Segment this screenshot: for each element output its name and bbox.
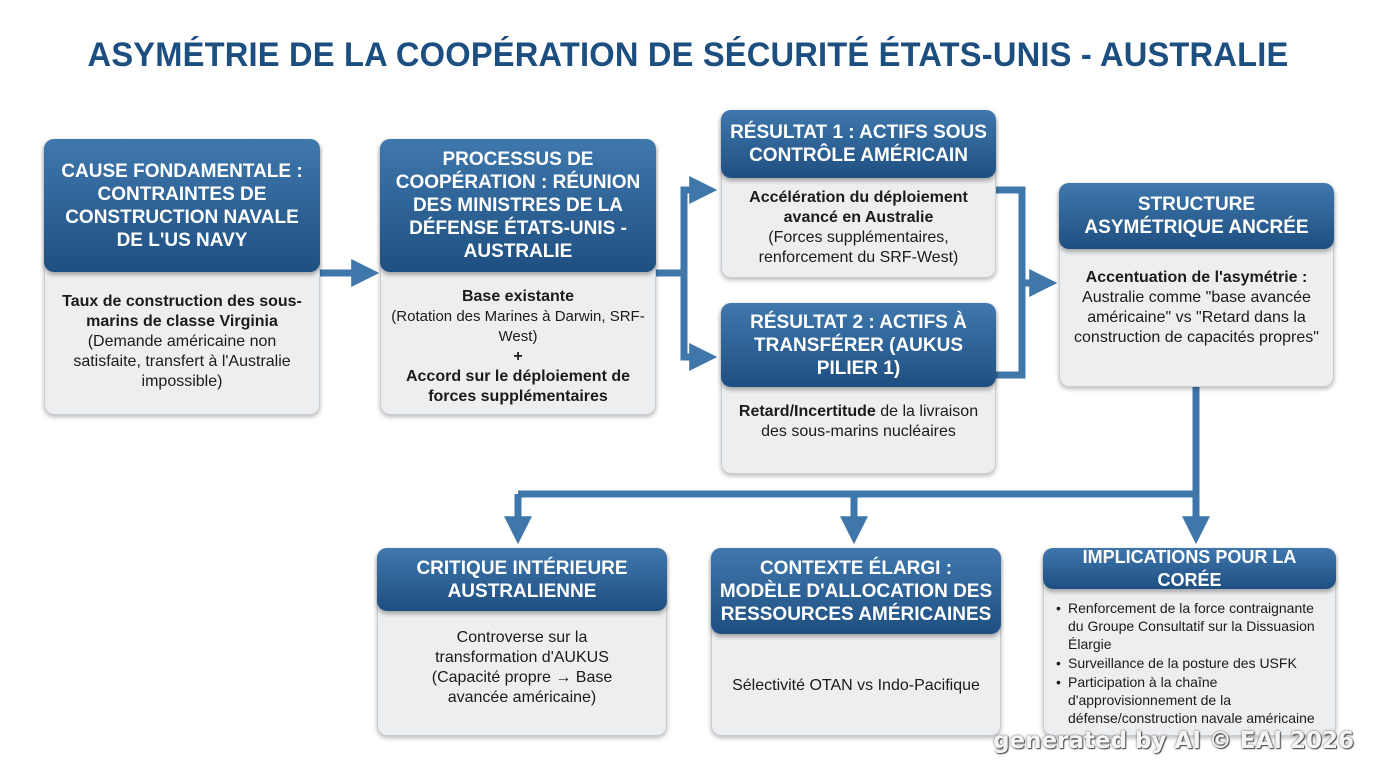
korea-list: Renforcement de la force contraignante d… xyxy=(1054,599,1327,728)
arrow-to-result2 xyxy=(680,273,718,371)
process-plus: + xyxy=(513,348,523,365)
result2-bold: Retard/Incertitude xyxy=(738,403,876,420)
page-title: ASYMÉTRIE DE LA COOPÉRATION DE SÉCURITÉ … xyxy=(87,36,1289,74)
result1-header: RÉSULTAT 1 : ACTIFS SOUS CONTRÔLE AMÉRIC… xyxy=(721,110,996,178)
structure-header: STRUCTURE ASYMÉTRIQUE ANCRÉE xyxy=(1059,183,1334,249)
cause-bold: Taux de construction des sous-marins de … xyxy=(62,293,302,330)
critique-header: CRITIQUE INTÉRIEURE AUSTRALIENNE xyxy=(377,548,667,611)
result1-text: (Forces supplémentaires, renforcement du… xyxy=(758,229,959,266)
watermark: generated by AI © EAI 2026 xyxy=(993,728,1354,754)
korea-item: Participation à la chaîne d'approvisionn… xyxy=(1054,673,1327,727)
process-header: PROCESSUS DE COOPÉRATION : RÉUNION DES M… xyxy=(380,139,656,272)
korea-item: Renforcement de la force contraignante d… xyxy=(1054,599,1327,653)
structure-bold: Accentuation de l'asymétrie : xyxy=(1085,269,1308,286)
result1-body: Accélération du déploiement avancé en Au… xyxy=(732,188,985,268)
critique-text: Controverse sur la transformation d'AUKU… xyxy=(431,629,613,706)
cause-body: Taux de construction des sous-marins de … xyxy=(55,292,309,392)
process-text1: (Rotation des Marines à Darwin, SRF-West… xyxy=(391,308,645,345)
critique-box: CRITIQUE INTÉRIEURE AUSTRALIENNE Controv… xyxy=(377,548,667,736)
korea-box: IMPLICATIONS POUR LA CORÉE Renforcement … xyxy=(1043,547,1336,736)
context-text: Sélectivité OTAN vs Indo-Pacifique xyxy=(732,677,980,694)
structure-box: STRUCTURE ASYMÉTRIQUE ANCRÉE Accentuatio… xyxy=(1059,183,1334,387)
result2-box: RÉSULTAT 2 : ACTIFS À TRANSFÉRER (AUKUS … xyxy=(721,303,996,474)
cause-text: (Demande américaine non satisfaite, tran… xyxy=(73,333,291,390)
context-box: CONTEXTE ÉLARGI : MODÈLE D'ALLOCATION DE… xyxy=(711,548,1001,736)
result2-header: RÉSULTAT 2 : ACTIFS À TRANSFÉRER (AUKUS … xyxy=(721,303,996,387)
result1-bold: Accélération du déploiement avancé en Au… xyxy=(749,189,968,226)
structure-body: Accentuation de l'asymétrie : Australie … xyxy=(1070,268,1323,348)
korea-item: Surveillance de la posture des USFK xyxy=(1054,654,1327,672)
arrow-to-result1 xyxy=(680,176,718,273)
result2-body: Retard/Incertitude de la livraison des s… xyxy=(732,402,985,442)
result2-text: de la livraison des sous-marins nucléair… xyxy=(761,403,979,440)
process-body: Base existante (Rotation des Marines à D… xyxy=(391,287,645,407)
process-box: PROCESSUS DE COOPÉRATION : RÉUNION DES M… xyxy=(380,139,656,415)
process-bold2: Accord sur le déploiement de forces supp… xyxy=(405,368,631,405)
cause-box: CAUSE FONDAMENTALE : CONTRAINTES DE CONS… xyxy=(44,139,320,415)
process-bold1: Base existante xyxy=(461,288,575,305)
cause-header: CAUSE FONDAMENTALE : CONTRAINTES DE CONS… xyxy=(44,139,320,272)
arrow-result1-out xyxy=(996,186,1026,283)
structure-text: Australie comme "base avancée américaine… xyxy=(1074,289,1319,346)
context-header: CONTEXTE ÉLARGI : MODÈLE D'ALLOCATION DE… xyxy=(711,548,1001,634)
arrow-result2-out xyxy=(996,283,1026,379)
result1-box: RÉSULTAT 1 : ACTIFS SOUS CONTRÔLE AMÉRIC… xyxy=(721,110,996,278)
korea-header: IMPLICATIONS POUR LA CORÉE xyxy=(1043,547,1336,590)
